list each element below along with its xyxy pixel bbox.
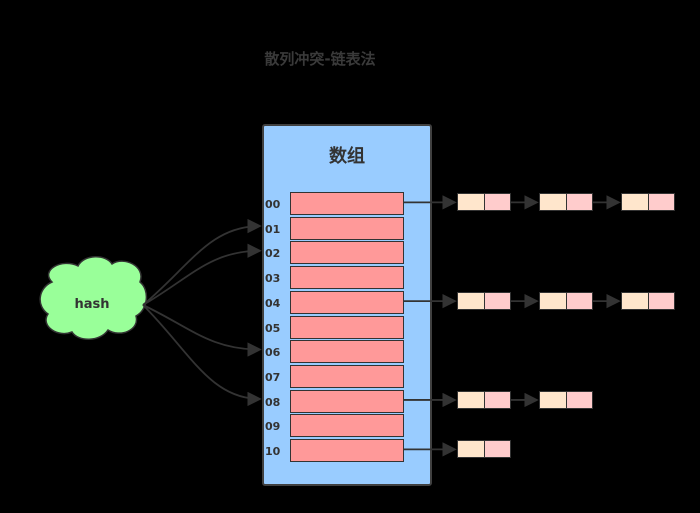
node-next	[484, 441, 510, 458]
list-node	[621, 193, 675, 212]
slot-index-label: 04	[265, 296, 281, 310]
array-slot-06	[290, 340, 404, 364]
slot-index-label: 09	[265, 420, 281, 434]
diagram-title: 散列冲突-链表法	[264, 50, 376, 68]
list-node	[539, 292, 593, 311]
hash-label: hash	[74, 297, 110, 312]
array-slot-07	[290, 364, 404, 388]
array-slot-01	[290, 216, 404, 240]
slot-index-label: 08	[265, 395, 281, 409]
slot-index-label: 01	[265, 222, 281, 236]
slot-index-label: 03	[265, 272, 281, 286]
node-next	[648, 194, 674, 211]
list-node	[621, 292, 675, 311]
array-slot-03	[290, 266, 404, 290]
node-next	[566, 194, 592, 211]
hash-arrow-08	[142, 304, 262, 407]
slot-index-label: 00	[265, 198, 281, 211]
array-slot-09	[290, 414, 404, 438]
array-slot-08	[290, 389, 404, 413]
array-label: 数组	[329, 146, 365, 167]
array-slot-10	[290, 439, 404, 462]
list-node	[539, 193, 593, 212]
node-key	[458, 441, 485, 458]
node-key	[540, 293, 567, 310]
node-key	[540, 194, 567, 211]
array-slot-02	[290, 241, 404, 265]
array-slot-04	[290, 290, 404, 314]
node-key	[540, 391, 567, 408]
node-key	[622, 293, 649, 310]
node-next	[566, 293, 592, 310]
node-key	[458, 391, 485, 408]
hash-arrow-01	[142, 218, 262, 306]
slot-index-label: 06	[265, 346, 281, 360]
list-node	[457, 193, 511, 212]
node-next	[484, 391, 510, 408]
array-slot-05	[290, 315, 404, 339]
list-node	[457, 292, 511, 311]
node-next	[484, 293, 510, 310]
hash-arrow-06	[142, 304, 262, 357]
list-node	[457, 390, 511, 409]
list-node	[539, 390, 593, 409]
slot-index-label: 07	[265, 370, 281, 384]
node-next	[484, 194, 510, 211]
node-next	[648, 293, 674, 310]
node-key	[458, 293, 485, 310]
node-key	[458, 194, 485, 211]
list-node	[457, 440, 511, 459]
hash-cloud-shape	[39, 256, 148, 340]
slot-index-label: 02	[265, 247, 281, 261]
array-slot-00	[290, 192, 404, 215]
hash-arrow-02	[142, 243, 262, 306]
node-next	[566, 391, 592, 408]
node-key	[622, 194, 649, 211]
slot-index-label: 05	[265, 321, 281, 335]
slot-index-label: 10	[265, 445, 281, 458]
